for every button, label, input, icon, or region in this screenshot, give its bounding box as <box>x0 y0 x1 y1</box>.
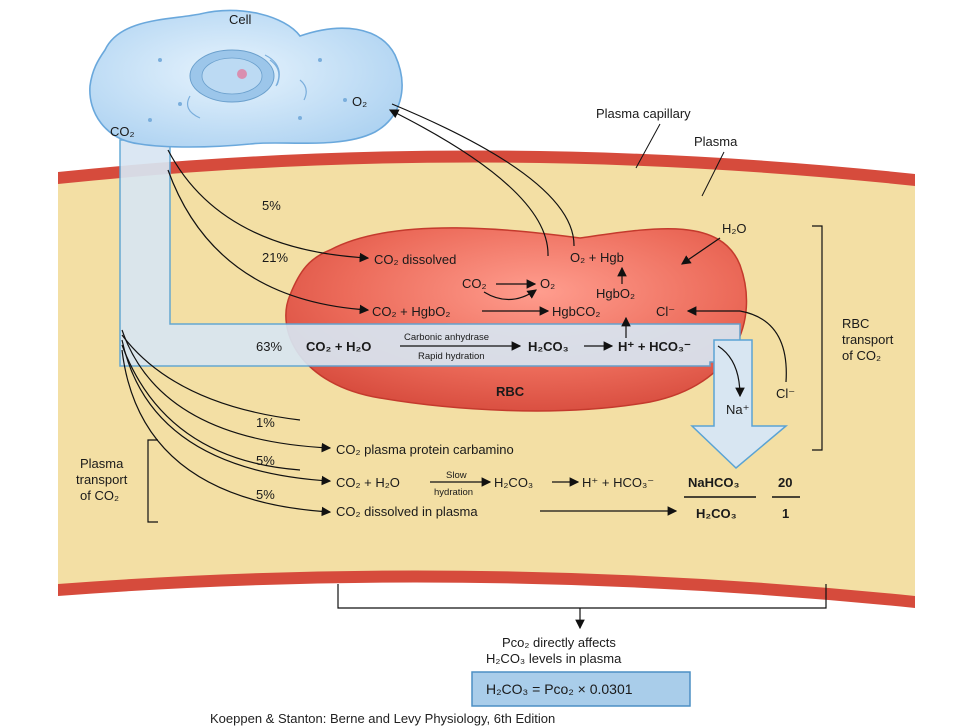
capillary-wall-top <box>58 150 915 186</box>
plasma-bracket <box>147 439 158 523</box>
arrow-o2-to-cell <box>388 109 549 257</box>
cl-bottom: Cl⁻ <box>776 386 795 401</box>
pct-5-slow: 5% <box>256 453 275 468</box>
co2-cell-label: CO₂ <box>110 124 135 139</box>
plasma-capillary-leader <box>635 123 661 169</box>
co2-h2o-bold: CO₂ + H₂O <box>306 339 371 354</box>
pct-63: 63% <box>256 339 282 354</box>
rapid-hydration: Rapid hydration <box>418 351 485 362</box>
hydration-label: hydration <box>434 487 473 498</box>
hgbco2-label: HgbCO₂ <box>552 304 600 319</box>
pct-21: 21% <box>262 250 288 265</box>
plasma-bracket-line2: transport <box>76 472 128 487</box>
plasma-leader <box>701 151 725 197</box>
rbc-bracket-line2: transport <box>842 332 894 347</box>
cell-label: Cell <box>229 12 252 27</box>
arrow-o2hgb-to-cell <box>391 103 575 247</box>
co2-channel-arrow <box>690 339 789 470</box>
arrow-na <box>717 345 745 398</box>
pct-5-dissolved: 5% <box>262 198 281 213</box>
pco2-line2: H₂CO₃ levels in plasma <box>486 651 622 666</box>
ratio-denominator: H₂CO₃ <box>696 506 737 521</box>
carbamino: CO₂ plasma protein carbamino <box>336 442 514 457</box>
h2co3-plasma: H₂CO₃ <box>494 475 533 490</box>
plasma-capillary-label: Plasma capillary <box>596 106 691 121</box>
arrow-5pct-slow <box>121 339 332 486</box>
arrow-curve-co2-o2 <box>483 289 537 301</box>
arrow-cl-loop <box>739 310 787 383</box>
arrow-5pct-dissolved <box>167 149 370 263</box>
ratio-den-value: 1 <box>782 506 789 521</box>
capillary-wall-bottom <box>58 570 915 608</box>
arrow-misc-1 <box>121 334 301 421</box>
arrow-h2o <box>681 237 721 265</box>
co2-hgbo2: CO₂ + HgbO₂ <box>372 304 450 319</box>
arrow-5pct-plasma <box>121 349 332 517</box>
h2co3-bold: H₂CO₃ <box>528 339 569 354</box>
tissue-cell <box>89 9 403 148</box>
o2-hgb: O₂ + Hgb <box>570 250 624 265</box>
plasma-bracket-line1: Plasma <box>80 456 124 471</box>
o2-cell-label: O₂ <box>352 94 367 109</box>
arrow-misc-2 <box>121 344 301 471</box>
h-hco3-plasma: H⁺ + HCO₃⁻ <box>582 475 654 490</box>
o2-inner: O₂ <box>540 276 555 291</box>
ratio-numerator: NaHCO₃ <box>688 475 740 490</box>
co2-dissolved-rbc: CO₂ dissolved <box>374 252 456 267</box>
arrow-1pct <box>121 329 332 453</box>
slow-label: Slow <box>446 470 467 481</box>
h2o-label: H₂O <box>722 221 747 236</box>
summary-bracket <box>337 584 827 609</box>
rbc-label: RBC <box>496 384 525 399</box>
h-hco3-bold: H⁺ + HCO₃⁻ <box>618 339 691 354</box>
hgbo2-label: HgbO₂ <box>596 286 635 301</box>
dissolved-plasma: CO₂ dissolved in plasma <box>336 504 478 519</box>
na-label: Na⁺ <box>726 402 749 417</box>
plasma-label: Plasma <box>694 134 738 149</box>
rbc-bracket <box>812 225 823 451</box>
co2-inner: CO₂ <box>462 276 487 291</box>
co2-h2o-plasma: CO₂ + H₂O <box>336 475 400 490</box>
source-credit: Koeppen & Stanton: Berne and Levy Physio… <box>210 711 556 726</box>
formula-text: H₂CO₃ = Pco₂ × 0.0301 <box>486 681 633 697</box>
ratio-num-value: 20 <box>778 475 792 490</box>
formula-box <box>471 671 691 707</box>
arrow-21pct <box>167 169 370 315</box>
cl-inside: Cl⁻ <box>656 304 675 319</box>
plasma-bracket-line3: of CO₂ <box>80 488 119 503</box>
rbc-bracket-line3: of CO₂ <box>842 348 881 363</box>
carbonic-anhydrase: Carbonic anhydrase <box>404 332 489 343</box>
rbc-bracket-line1: RBC <box>842 316 869 331</box>
pct-1: 1% <box>256 415 275 430</box>
pco2-line1: Pco₂ directly affects <box>502 635 616 650</box>
pct-5-plasma: 5% <box>256 487 275 502</box>
